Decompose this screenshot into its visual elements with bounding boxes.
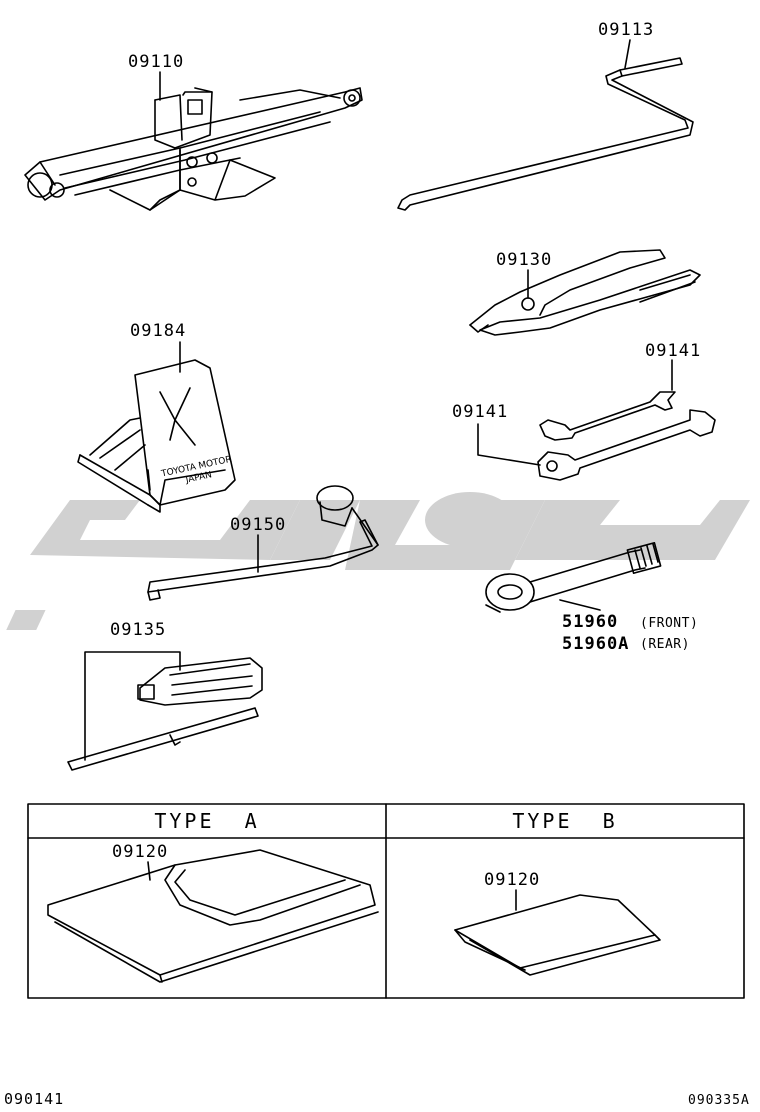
leader-09120-a	[147, 861, 151, 881]
leader-51960	[559, 599, 601, 611]
part-label-lug-wrench: 09150	[230, 515, 287, 535]
part-label-pliers: 09130	[496, 250, 553, 270]
part-label-tool-pouch-b: 09120	[484, 870, 541, 890]
type-b-header: TYPE B	[512, 809, 618, 833]
leader-09141-lower	[477, 423, 541, 466]
type-table-frame	[27, 803, 745, 999]
leader-09113	[624, 39, 631, 69]
tool-pouch-type-b-drawing	[454, 894, 661, 976]
jack-handle-drawing	[397, 57, 694, 211]
screwdriver-shaft-drawing	[67, 707, 259, 771]
part-label-screwdriver: 09135	[110, 620, 167, 640]
part-label-tool-bag-a: 09120	[112, 842, 169, 862]
part-label-jack: 09110	[128, 52, 185, 72]
part-label-towing-eye-front: 51960	[562, 612, 619, 632]
scissor-jack-drawing	[24, 87, 363, 211]
part-label-wrench-lower: 09141	[452, 402, 509, 422]
wheel-chock-drawing	[77, 359, 236, 513]
footer-left-code: 090141	[4, 1090, 65, 1108]
part-label-towing-eye-rear: 51960A	[562, 634, 630, 654]
part-label-wrench-upper: 09141	[645, 341, 702, 361]
towing-eye-front-note: (FRONT)	[640, 616, 699, 631]
screwdriver-handle-drawing	[137, 657, 263, 706]
leader-09135	[84, 651, 181, 761]
lug-wrench-drawing	[147, 485, 379, 601]
part-label-wheel-chock: 09184	[130, 321, 187, 341]
wrench-upper-drawing	[539, 391, 676, 441]
towing-eye-rear-note: (REAR)	[640, 637, 690, 652]
tool-bag-type-a-drawing	[47, 849, 379, 983]
towing-eye-drawing	[485, 541, 662, 613]
footer-right-code: 090335A	[688, 1093, 750, 1108]
type-a-header: TYPE A	[154, 809, 260, 833]
part-label-jack-handle: 09113	[598, 20, 655, 40]
wrench-lower-drawing	[537, 409, 716, 481]
